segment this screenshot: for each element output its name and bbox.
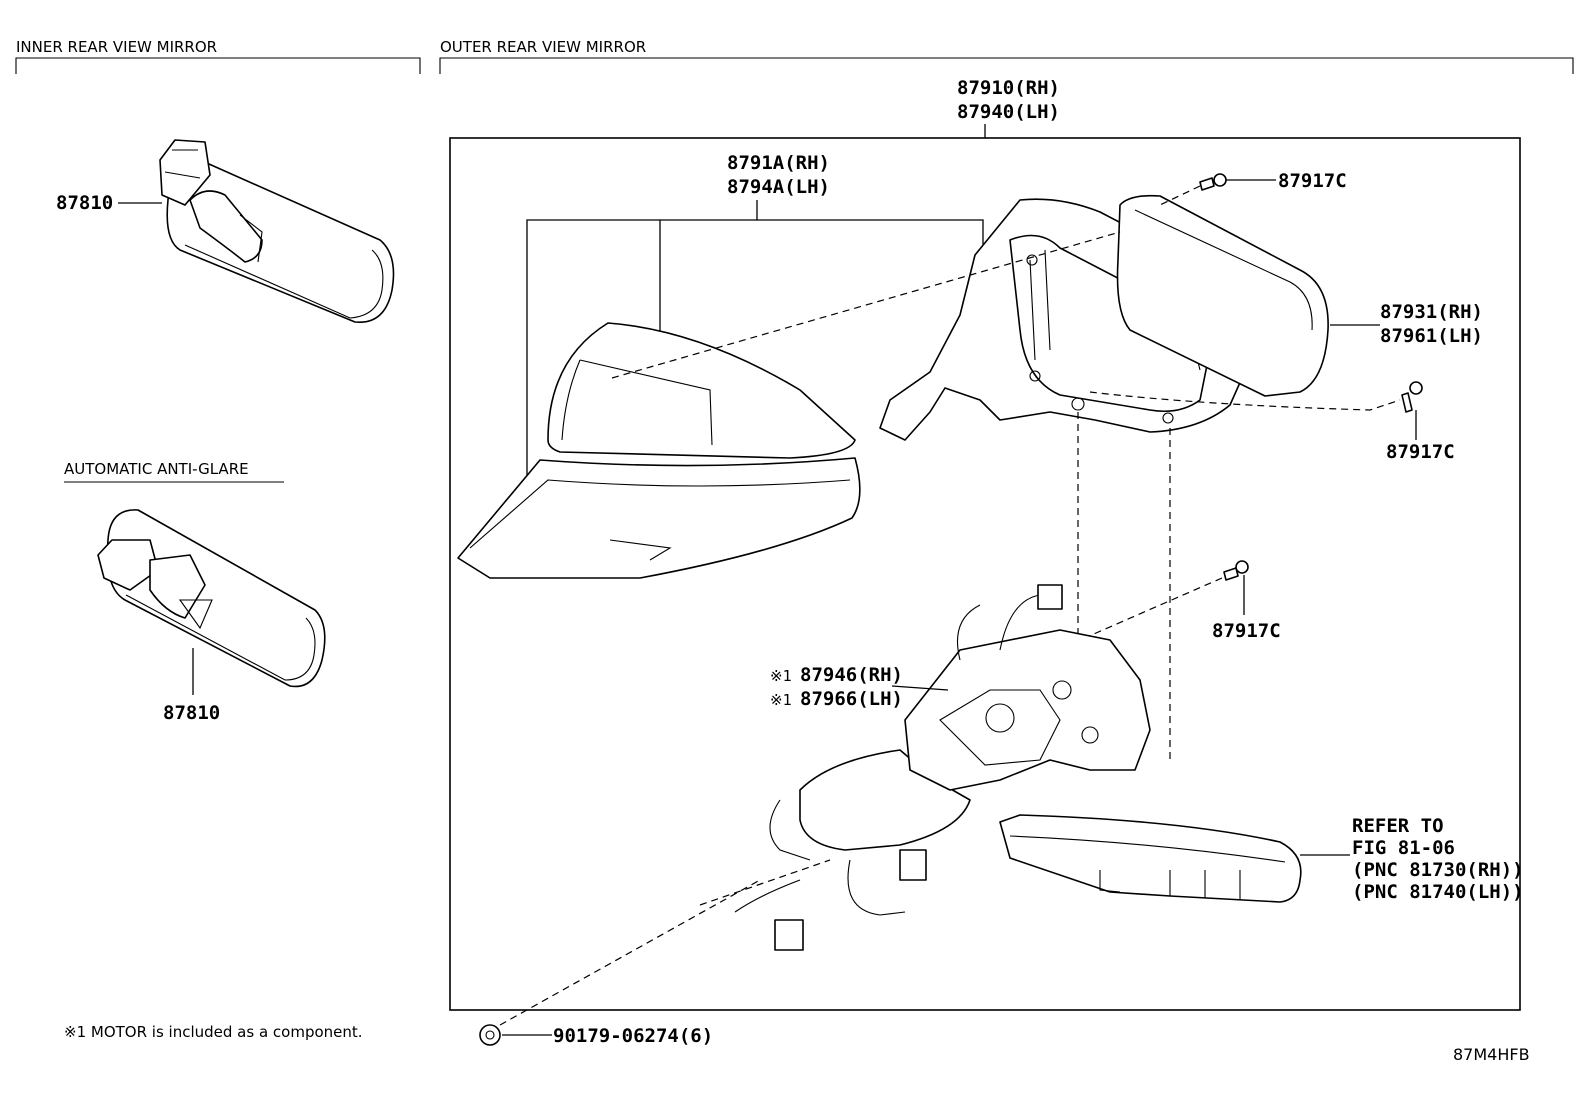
footnote: ※1 MOTOR is included as a component.: [64, 1023, 363, 1041]
label-refer-4: (PNC 81740(LH)): [1352, 881, 1524, 903]
label-inner-mirror-bottom: 87810: [163, 702, 220, 724]
cover-leader-bracket: [526, 200, 984, 500]
label-motor-mark-rh: ※1: [770, 667, 792, 685]
label-glass-lh: 87961(LH): [1380, 325, 1483, 347]
label-refer-1: REFER TO: [1352, 815, 1444, 837]
label-motor-mark-lh: ※1: [770, 691, 792, 709]
clip-icon: [479, 1024, 501, 1046]
section-bracket-outer: [439, 57, 1574, 74]
screw-right-icon: [1401, 381, 1423, 413]
screw-top-icon: [1199, 173, 1227, 191]
label-screw-right: 87917C: [1386, 441, 1455, 463]
turn-signal-lamp-drawing: [999, 814, 1302, 903]
screw-mid-icon: [1223, 560, 1249, 581]
label-screw-mid: 87917C: [1212, 620, 1281, 642]
label-assembly-rh: 87910(RH): [957, 77, 1060, 99]
section-bracket-inner: [15, 57, 421, 74]
label-motor-rh: 87946(RH): [800, 664, 903, 686]
label-clip: 90179-06274(6): [553, 1025, 713, 1047]
label-screw-top: 87917C: [1278, 170, 1347, 192]
mirror-glass-drawing: [1116, 194, 1329, 397]
section-title-outer: OUTER REAR VIEW MIRROR: [440, 38, 646, 56]
label-cover-lh: 8794A(LH): [727, 176, 830, 198]
label-motor-lh: 87966(LH): [800, 688, 903, 710]
label-refer-2: FIG 81-06: [1352, 837, 1455, 859]
label-cover-rh: 8791A(RH): [727, 152, 830, 174]
label-glass-rh: 87931(RH): [1380, 301, 1483, 323]
diagram-code: 87M4HFB: [1453, 1045, 1530, 1064]
mirror-cover-drawing: [457, 322, 861, 579]
label-refer-3: (PNC 81730(RH)): [1352, 859, 1524, 881]
section-title-inner: INNER REAR VIEW MIRROR: [16, 38, 217, 56]
section-title-anti-glare: AUTOMATIC ANTI-GLARE: [64, 460, 249, 478]
anti-glare-mirror-drawing: [97, 509, 326, 688]
label-inner-mirror-top: 87810: [56, 192, 113, 214]
inner-mirror-drawing: [159, 139, 395, 323]
label-assembly-lh: 87940(LH): [957, 101, 1060, 123]
motor-assembly-drawing: [734, 584, 1151, 951]
